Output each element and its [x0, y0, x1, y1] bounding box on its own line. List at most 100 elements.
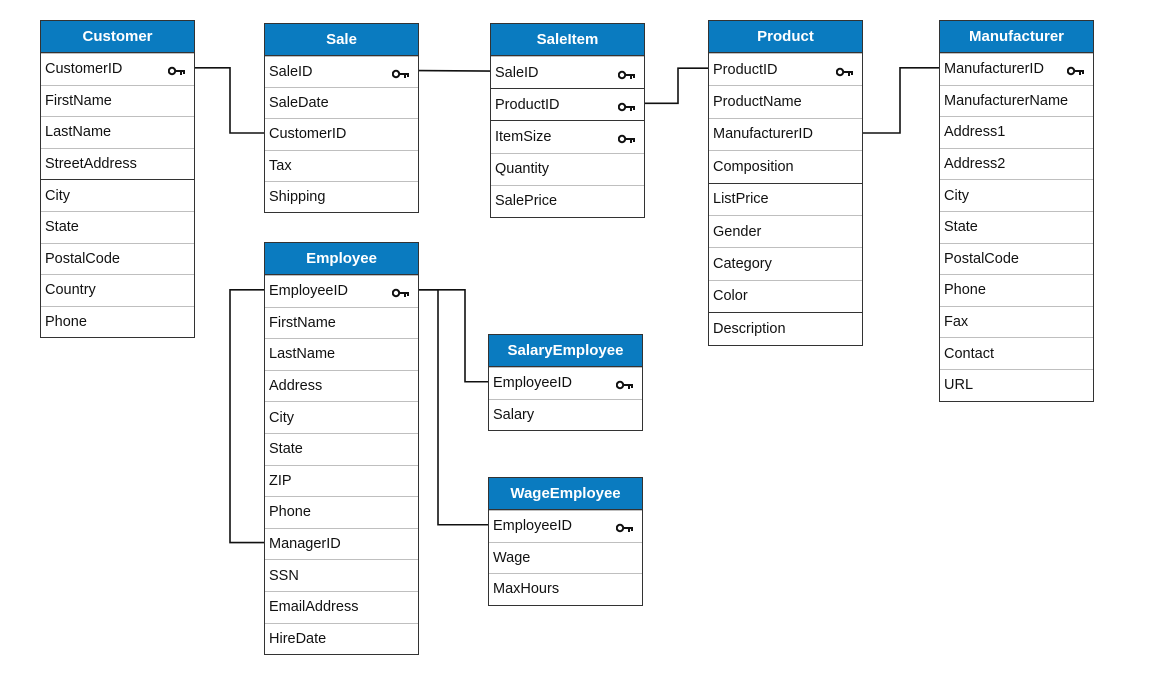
field-row: ManufacturerName — [940, 84, 1093, 117]
field-name: Color — [713, 288, 748, 305]
table-header: Employee — [265, 243, 418, 275]
field-row: SaleDate — [265, 87, 418, 118]
field-name: City — [944, 187, 969, 204]
field-row: State — [41, 210, 194, 243]
field-name: Phone — [944, 282, 986, 299]
field-name: Salary — [493, 406, 535, 423]
field-name: ManufacturerID — [944, 61, 1044, 78]
field-name: URL — [944, 377, 974, 394]
primary-key-icon — [615, 378, 634, 390]
field-name: StreetAddress — [45, 156, 137, 173]
field-name: FirstName — [269, 314, 336, 331]
field-row: SalePrice — [491, 184, 644, 217]
field-name: LastName — [269, 346, 336, 363]
field-name: ManufacturerName — [944, 92, 1069, 109]
field-row: Quantity — [491, 152, 644, 185]
field-row: Shipping — [265, 180, 418, 212]
field-name: City — [45, 187, 70, 204]
field-name: EmployeeID — [493, 518, 572, 535]
field-row: URL — [940, 368, 1093, 401]
field-name: Shipping — [269, 188, 326, 205]
field-name: Address2 — [944, 156, 1006, 173]
relationship-line — [863, 67, 939, 134]
field-row: ListPrice — [709, 182, 862, 215]
relationship-line — [645, 67, 708, 105]
field-name: ListPrice — [713, 191, 769, 208]
field-name: State — [944, 219, 978, 236]
field-row: City — [41, 179, 194, 211]
field-name: Country — [45, 282, 96, 299]
field-name: Wage — [493, 549, 531, 566]
primary-key-icon — [617, 100, 636, 111]
field-row: Wage — [489, 541, 642, 574]
field-row: StreetAddress — [41, 147, 194, 180]
field-row: Color — [709, 279, 862, 312]
field-row: FirstName — [41, 84, 194, 117]
field-name: SaleID — [495, 64, 539, 81]
field-name: PostalCode — [45, 250, 120, 267]
field-name: CustomerID — [45, 61, 123, 78]
field-name: ProductName — [713, 94, 802, 111]
relationship-line — [418, 69, 491, 72]
field-name: LastName — [45, 124, 112, 141]
field-name: Phone — [45, 314, 87, 331]
field-row: CustomerID — [41, 53, 194, 85]
field-row: ZIP — [265, 464, 418, 497]
table-header: Manufacturer — [940, 21, 1093, 53]
field-row: HireDate — [265, 622, 418, 655]
field-row: EmployeeID — [489, 510, 642, 542]
field-row: EmployeeID — [265, 275, 418, 307]
field-name: City — [269, 409, 294, 426]
field-row: ProductID — [491, 88, 644, 120]
field-name: EmailAddress — [269, 599, 359, 616]
field-row: LastName — [41, 116, 194, 148]
field-name: HireDate — [269, 630, 327, 647]
relationship-line — [229, 288, 264, 544]
field-name: Contact — [944, 345, 994, 362]
primary-key-icon — [167, 64, 186, 76]
field-row: ManufacturerID — [709, 117, 862, 150]
field-name: ItemSize — [495, 128, 552, 145]
field-row: MaxHours — [489, 573, 642, 605]
primary-key-icon — [617, 68, 636, 79]
field-row: Phone — [940, 274, 1093, 306]
primary-key-icon — [835, 65, 854, 76]
field-name: SalePrice — [495, 193, 558, 210]
field-row: SaleID — [265, 56, 418, 87]
field-name: CustomerID — [269, 126, 347, 143]
table-header: Product — [709, 21, 862, 53]
field-row: CustomerID — [265, 118, 418, 149]
relationship-line — [195, 67, 264, 134]
primary-key-icon — [391, 67, 410, 79]
field-row: Address — [265, 369, 418, 402]
field-name: Category — [713, 256, 772, 273]
field-row: PostalCode — [41, 242, 194, 275]
field-row: Contact — [940, 337, 1093, 369]
field-name: Fax — [944, 314, 969, 331]
table-header: SalaryEmployee — [489, 335, 642, 367]
field-row: EmployeeID — [489, 367, 642, 399]
field-name: PostalCode — [944, 250, 1019, 267]
field-row: Gender — [709, 214, 862, 247]
field-name: FirstName — [45, 92, 112, 109]
field-name: MaxHours — [493, 581, 560, 598]
field-name: EmployeeID — [493, 375, 572, 392]
primary-key-icon — [391, 286, 410, 298]
field-row: Composition — [709, 150, 862, 182]
field-name: Gender — [713, 223, 762, 240]
field-row: SSN — [265, 559, 418, 591]
field-name: Address1 — [944, 124, 1006, 141]
field-row: Address2 — [940, 147, 1093, 180]
table-header: SaleItem — [491, 24, 644, 56]
field-row: LastName — [265, 338, 418, 370]
field-row: EmailAddress — [265, 590, 418, 623]
field-name: Composition — [713, 158, 794, 175]
field-row: ProductName — [709, 85, 862, 117]
field-row: Category — [709, 247, 862, 279]
